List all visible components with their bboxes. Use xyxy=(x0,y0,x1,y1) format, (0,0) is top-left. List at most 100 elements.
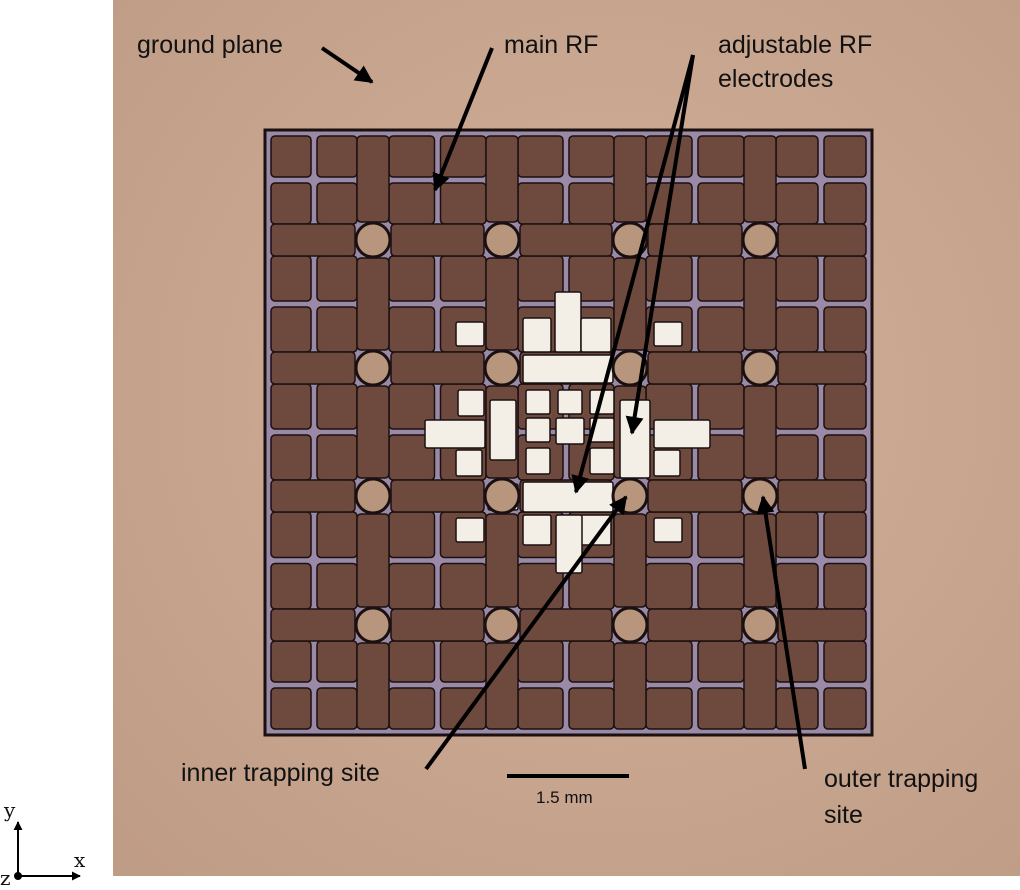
adjustable-rf-electrode xyxy=(653,517,683,543)
adjustable-rf-electrode xyxy=(525,389,551,415)
rf-bar-horizontal xyxy=(647,351,743,385)
trap-pad xyxy=(270,383,312,430)
adjustable-rf-electrode xyxy=(653,419,711,449)
trap-pad xyxy=(775,255,819,302)
annotation-arrows xyxy=(320,46,807,771)
adjustable-rf-electrode xyxy=(455,321,485,347)
trapping-site-hole xyxy=(611,221,649,259)
trap-pad xyxy=(645,562,693,610)
rf-bar-vertical xyxy=(356,135,390,223)
rf-bar-vertical xyxy=(743,257,777,351)
adjustable-rf-electrode xyxy=(457,389,485,417)
trap-pad xyxy=(316,687,358,730)
trap-pad xyxy=(316,306,358,353)
trapping-site-hole xyxy=(483,349,521,387)
rf-bar-vertical xyxy=(743,385,777,479)
arrow-main-rf xyxy=(432,47,494,192)
trap-pad xyxy=(316,434,358,481)
trap-pad xyxy=(775,640,819,683)
axis-label-z: z xyxy=(0,866,11,890)
adjustable-rf-electrode xyxy=(489,399,517,461)
rf-bar-vertical xyxy=(485,642,519,730)
trap-pad xyxy=(316,255,358,302)
trap-pad xyxy=(568,182,615,225)
trap-pad xyxy=(316,135,358,178)
adjustable-rf-electrode xyxy=(522,317,552,353)
trapping-site-hole xyxy=(483,606,521,644)
adjustable-rf-electrode xyxy=(522,481,614,513)
trap-pad xyxy=(388,511,436,559)
rf-bar-vertical xyxy=(743,135,777,223)
trap-pad xyxy=(823,434,867,481)
trapping-site-hole xyxy=(354,477,392,515)
trap-pad xyxy=(270,511,312,559)
adjustable-rf-electrode xyxy=(522,354,614,384)
trap-pad xyxy=(270,562,312,610)
trap-pad xyxy=(823,306,867,353)
trap-pad xyxy=(388,687,436,730)
trap-pad xyxy=(697,562,745,610)
trap-pad xyxy=(775,182,819,225)
rf-bar-horizontal xyxy=(777,223,867,257)
trap-pad xyxy=(775,306,819,353)
trap-pad xyxy=(316,511,358,559)
adjustable-rf-electrode xyxy=(455,449,483,477)
rf-bar-vertical xyxy=(613,513,647,608)
trap-pad xyxy=(388,640,436,683)
trap-pad xyxy=(316,383,358,430)
trap-pad xyxy=(517,640,564,683)
axis-label-y: y xyxy=(4,798,16,822)
adjustable-rf-electrode xyxy=(525,417,551,443)
trap-pad xyxy=(697,255,745,302)
trap-pad xyxy=(775,383,819,430)
trap-pad xyxy=(823,640,867,683)
arrow-adjustable-rf-2 xyxy=(625,54,695,435)
rf-bar-vertical xyxy=(613,642,647,730)
adjustable-rf-electrode xyxy=(653,321,683,347)
coordinate-axes xyxy=(13,821,81,881)
rf-bar-horizontal xyxy=(390,223,485,257)
trap-pad xyxy=(823,511,867,559)
rf-bar-horizontal xyxy=(647,608,743,642)
rf-bar-vertical xyxy=(485,513,519,608)
arrow-outer-trapping xyxy=(756,495,807,770)
rf-bar-horizontal xyxy=(647,479,743,513)
trap-chip xyxy=(263,128,874,737)
trap-pad xyxy=(823,182,867,225)
trapping-site-hole xyxy=(741,349,779,387)
trap-pad xyxy=(697,135,745,178)
trapping-site-hole xyxy=(354,349,392,387)
label-adjustable-rf-line1: adjustable RF xyxy=(718,31,873,59)
trap-pad xyxy=(517,182,564,225)
arrow-adjustable-rf-1 xyxy=(571,54,695,494)
trap-pad xyxy=(645,687,693,730)
rf-bar-horizontal xyxy=(390,351,485,385)
trap-pad xyxy=(388,562,436,610)
trap-pad xyxy=(270,640,312,683)
rf-bar-horizontal xyxy=(390,608,485,642)
trap-pad xyxy=(775,562,819,610)
trap-pad xyxy=(388,182,436,225)
adjustable-rf-electrode xyxy=(555,417,585,445)
trap-pad xyxy=(270,135,312,178)
trap-pad xyxy=(823,687,867,730)
trap-pad xyxy=(697,306,745,353)
label-outer-trapping-line2: site xyxy=(824,801,863,829)
trap-pad xyxy=(697,182,745,225)
trap-pad xyxy=(775,135,819,178)
trap-pad xyxy=(568,687,615,730)
trapping-site-hole xyxy=(354,606,392,644)
arrow-ground-plane xyxy=(320,46,374,84)
trap-pad xyxy=(439,255,487,302)
trapping-site-hole xyxy=(483,221,521,259)
trapping-site-hole xyxy=(741,606,779,644)
arrow-inner-trapping xyxy=(424,495,628,771)
trap-pad xyxy=(775,434,819,481)
trapping-site-hole xyxy=(483,477,521,515)
adjustable-rf-electrode xyxy=(589,447,615,475)
trap-pad xyxy=(388,306,436,353)
trap-pad xyxy=(568,135,615,178)
trapping-site-hole xyxy=(354,221,392,259)
adjustable-rf-electrode xyxy=(580,317,612,353)
trap-pad xyxy=(823,255,867,302)
